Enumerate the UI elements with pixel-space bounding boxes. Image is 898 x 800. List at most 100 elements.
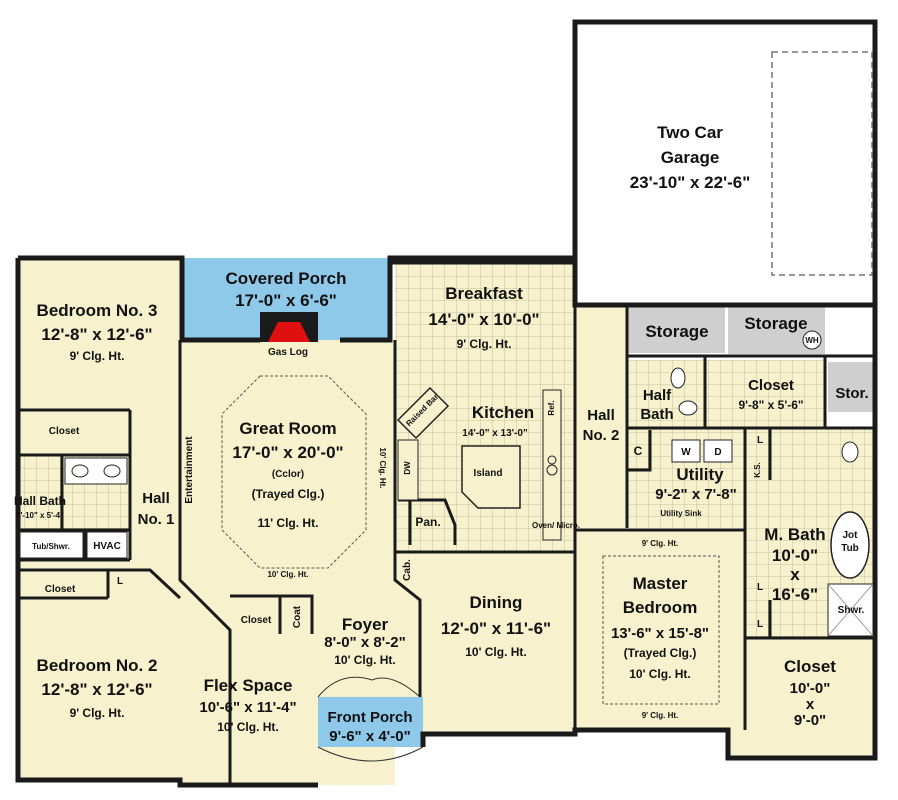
hall2-line2: No. 2	[583, 427, 620, 444]
sink-icon	[71, 464, 89, 478]
covered-porch-name: Covered Porch	[226, 269, 347, 288]
closet-master-x: x	[806, 696, 815, 713]
mbath-x: x	[790, 565, 800, 584]
great-room-name: Great Room	[239, 419, 336, 438]
master-trayed: (Trayed Clg.)	[624, 646, 697, 660]
wh-label: WH	[805, 336, 819, 345]
flex-ceiling: 10' Clg. Ht.	[217, 720, 279, 734]
sink-icon-2	[103, 464, 121, 478]
stor-area	[828, 362, 875, 412]
great-room-ceiling: 11' Clg. Ht.	[258, 516, 319, 530]
breakfast-ceiling: 9' Clg. Ht.	[457, 337, 512, 351]
hvac-box	[86, 531, 128, 559]
master-dims: 13'-6" x 15'-8"	[611, 625, 709, 642]
washer-label: W	[681, 447, 691, 458]
tub-shwr-label: Tub/Shwr.	[32, 542, 70, 551]
kitchen-island-label: Island	[474, 468, 503, 479]
great-room-side-ceiling: 10' Clg. Ht.	[378, 447, 387, 488]
front-porch-name: Front Porch	[328, 709, 413, 726]
breakfast-dims: 14'-0" x 10'-0"	[428, 310, 539, 329]
closet-bed2-label: Closet	[45, 584, 76, 595]
great-room-cclor: (Cclor)	[272, 469, 304, 480]
garage-dims: 23'-10" x 22'-6"	[630, 173, 751, 192]
ks-label: K.S.	[753, 462, 762, 478]
front-porch-dims: 9'-6" x 4'-0"	[329, 728, 410, 745]
closet-master-dims2: 9'-0"	[794, 712, 826, 729]
master-toilet-icon	[841, 441, 859, 463]
hall-bath-vanity	[64, 457, 128, 485]
gas-log-label: Gas Log	[268, 347, 308, 358]
closet-top-name: Closet	[748, 377, 794, 394]
bedroom2-ceiling: 9' Clg. Ht.	[70, 706, 125, 720]
hvac-label: HVAC	[93, 541, 121, 552]
garage-door-dashed	[771, 51, 873, 276]
tub-shower	[19, 531, 84, 559]
hall-bath-dims: 8'-10" x 5'-4"	[16, 511, 64, 520]
dining-ceiling: 10' Clg. Ht.	[465, 645, 527, 659]
breakfast-name: Breakfast	[445, 284, 523, 303]
closet-top-dims: 9'-8" x 5'-6"	[738, 398, 803, 412]
covered-porch-dims: 17'-0" x 6'-6"	[235, 291, 337, 310]
storage1-label: Storage	[645, 322, 708, 341]
great-room-dims: 17'-0" x 20'-0"	[232, 443, 343, 462]
master-name2: Bedroom	[623, 598, 698, 617]
hall-bath-name: Hall Bath	[14, 494, 66, 508]
bedroom3-name: Bedroom No. 3	[37, 301, 158, 320]
stove-icon	[546, 464, 558, 476]
utility-name: Utility	[676, 465, 724, 484]
utility-sink-label: Utility Sink	[660, 509, 702, 518]
trayed-ceiling-outline	[221, 375, 367, 569]
garage-outline	[572, 19, 878, 308]
foyer-name: Foyer	[342, 615, 389, 634]
bedroom3-ceiling: 9' Clg. Ht.	[70, 349, 125, 363]
hall2-line1: Hall	[587, 407, 615, 424]
kitchen-island	[461, 445, 521, 509]
dining-dims: 12'-0" x 11'-6"	[441, 619, 551, 638]
floor-fills	[18, 258, 875, 785]
mbath-name: M. Bath	[764, 525, 825, 544]
stove-icon-2	[547, 455, 557, 465]
ref-label: Ref.	[547, 400, 556, 415]
master-top-ceiling: 9' Clg. Ht.	[642, 539, 679, 548]
closet-bed3-label: Closet	[49, 426, 80, 437]
closet-master-dims1: 10'-0"	[790, 680, 831, 697]
hall1-line1: Hall	[142, 490, 170, 507]
front-porch-area	[318, 697, 423, 747]
great-room-trayed: (Trayed Clg.)	[252, 487, 325, 501]
stor-label: Stor.	[835, 385, 868, 402]
master-bottom-ceiling: 9' Clg. Ht.	[642, 711, 679, 720]
shower-x2	[827, 583, 874, 637]
kitchen-dims: 14'-0" x 13'-0"	[462, 428, 528, 439]
bedroom3-dims: 12'-8" x 12'-6"	[41, 325, 152, 344]
jot-tub-line2: Tub	[841, 543, 859, 554]
dryer-label: D	[714, 447, 721, 458]
storage-area-1	[628, 307, 725, 353]
closet-master-name: Closet	[784, 657, 836, 676]
closet-foyer-label: Closet	[241, 615, 272, 626]
coat-label: Coat	[292, 605, 303, 628]
dw-label: DW	[403, 461, 412, 475]
mbath-dims2: 16'-6"	[772, 585, 818, 604]
mbath-dims1: 10'-0"	[772, 546, 818, 565]
master-tray-outline	[602, 555, 720, 705]
sink-icon-half	[678, 400, 698, 416]
foyer-dims: 8'-0" x 8'-2"	[324, 634, 405, 651]
storage2-label: Storage	[744, 314, 807, 333]
dining-name: Dining	[470, 593, 523, 612]
utility-dims: 9'-2" x 7'-8"	[655, 486, 736, 503]
l-label-hall: L	[117, 576, 123, 587]
toilet-icon	[670, 367, 686, 389]
flex-dims: 10'-6" x 11'-4"	[199, 699, 296, 716]
flex-name: Flex Space	[204, 676, 293, 695]
oven-label: Oven/ Micro.	[532, 521, 580, 530]
garage-label-2: Garage	[661, 148, 720, 167]
labels: Two Car Garage 23'-10" x 22'-6" Covered …	[14, 123, 869, 745]
bedroom2-dims: 12'-8" x 12'-6"	[41, 680, 152, 699]
fireplace-fire-icon	[268, 322, 310, 342]
interior-walls	[18, 305, 875, 785]
foyer-ceiling: 10' Clg. Ht.	[334, 653, 396, 667]
jot-tub-line1: Jot	[843, 530, 859, 541]
l-label-util1: L	[757, 435, 763, 446]
hall1-line2: No. 1	[138, 511, 175, 528]
